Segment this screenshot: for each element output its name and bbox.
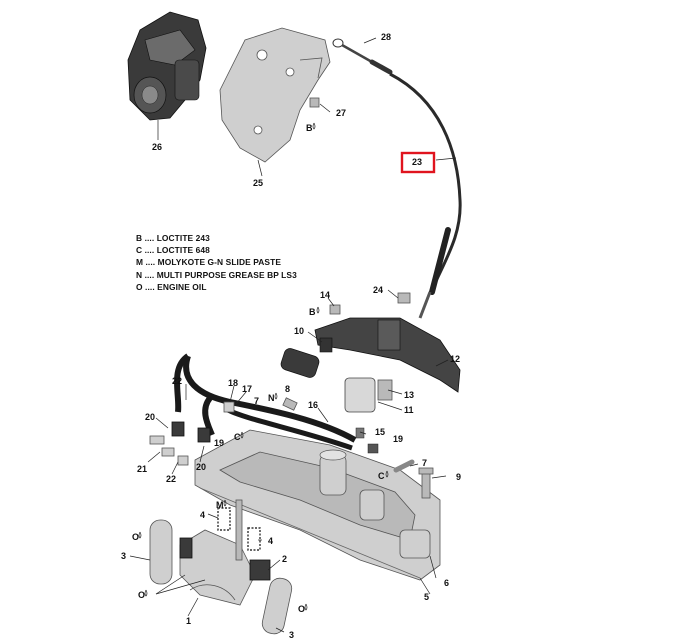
legend-row-b: B .... LOCTITE 243 <box>136 233 210 243</box>
callout-9: 9 <box>456 472 461 482</box>
callout-16: 16 <box>308 400 318 410</box>
callout-22a: 22 <box>172 376 182 386</box>
springs-part-4 <box>217 499 261 561</box>
callout-19b: 19 <box>393 434 403 444</box>
mounting-bracket-part <box>219 27 331 163</box>
callout-2: 2 <box>282 554 287 564</box>
callout-26: 26 <box>152 142 162 152</box>
cable-end-part-28 <box>332 38 373 64</box>
bolt-part-9 <box>418 467 434 499</box>
callout-8: 8 <box>285 384 290 394</box>
callout-3b: 3 <box>289 630 294 640</box>
legend-row-c: C .... LOCTITE 648 <box>136 245 210 256</box>
manifold-part <box>194 429 441 581</box>
actuator-motor-part <box>127 11 207 121</box>
callout-19a: 19 <box>214 438 224 448</box>
callout-21: 21 <box>137 464 147 474</box>
position-sensor-part <box>280 348 393 413</box>
callout-4b: 4 <box>268 536 273 546</box>
fastener-part-10 <box>319 337 333 353</box>
code-0: O <box>138 590 145 600</box>
clip-part-24 <box>397 292 411 304</box>
code-27: B <box>306 123 313 133</box>
shift-lever-part <box>314 317 461 393</box>
callout-24: 24 <box>373 285 383 295</box>
callout-20a: 20 <box>145 412 155 422</box>
callout-14: 14 <box>320 290 330 300</box>
callout-10: 10 <box>294 326 304 336</box>
callout-27: 27 <box>336 108 346 118</box>
pipe-part-7 <box>393 459 415 473</box>
highlight-box-part-23[interactable] <box>400 151 436 174</box>
callout-5: 5 <box>424 592 429 602</box>
small-parts-15-19 <box>282 397 379 454</box>
code-4: M <box>216 500 224 510</box>
screw-part-27 <box>309 97 320 108</box>
callout-23: 23 <box>412 157 422 167</box>
shift-cable-part <box>369 59 462 319</box>
callout-18: 18 <box>228 378 238 388</box>
product-codes: B B N C C M O O O <box>132 122 389 614</box>
pin-part-3a <box>149 519 173 585</box>
callout-11: 11 <box>404 405 414 415</box>
code-3a: O <box>132 532 139 542</box>
callout-numbers: 28 27 25 26 23 24 14 10 12 13 11 16 8 18… <box>121 32 461 640</box>
fastener-part-14 <box>329 304 341 315</box>
callout-1: 1 <box>186 616 191 626</box>
callout-3a: 3 <box>121 551 126 561</box>
leader-lines <box>129 37 457 633</box>
callout-7b: 7 <box>422 458 427 468</box>
callout-17: 17 <box>242 384 252 394</box>
callout-28: 28 <box>381 32 391 42</box>
lower-linkage-part <box>179 529 271 606</box>
droplet-icons <box>138 122 389 611</box>
fittings-group <box>149 401 235 466</box>
callout-12: 12 <box>450 354 460 364</box>
callout-6: 6 <box>444 578 449 588</box>
callout-15: 15 <box>375 427 385 437</box>
code-8: N <box>268 393 275 403</box>
code-19: C <box>234 432 241 442</box>
code-3b: O <box>298 604 305 614</box>
legend-row-o: O .... ENGINE OIL <box>136 281 207 292</box>
code-14: B <box>309 307 316 317</box>
callout-20b: 20 <box>196 462 206 472</box>
legend-row-m: M .... MOLYKOTE G-N SLIDE PASTE <box>136 257 282 268</box>
code-7: C <box>378 471 385 481</box>
callout-25: 25 <box>253 178 263 188</box>
callout-13: 13 <box>404 390 414 400</box>
callout-22b: 22 <box>166 474 176 484</box>
legend-row-n: N .... MULTI PURPOSE GREASE BP LS3 <box>136 269 297 280</box>
callout-7a: 7 <box>254 396 259 406</box>
callout-4a: 4 <box>200 510 205 520</box>
pin-part-3b <box>261 577 293 635</box>
